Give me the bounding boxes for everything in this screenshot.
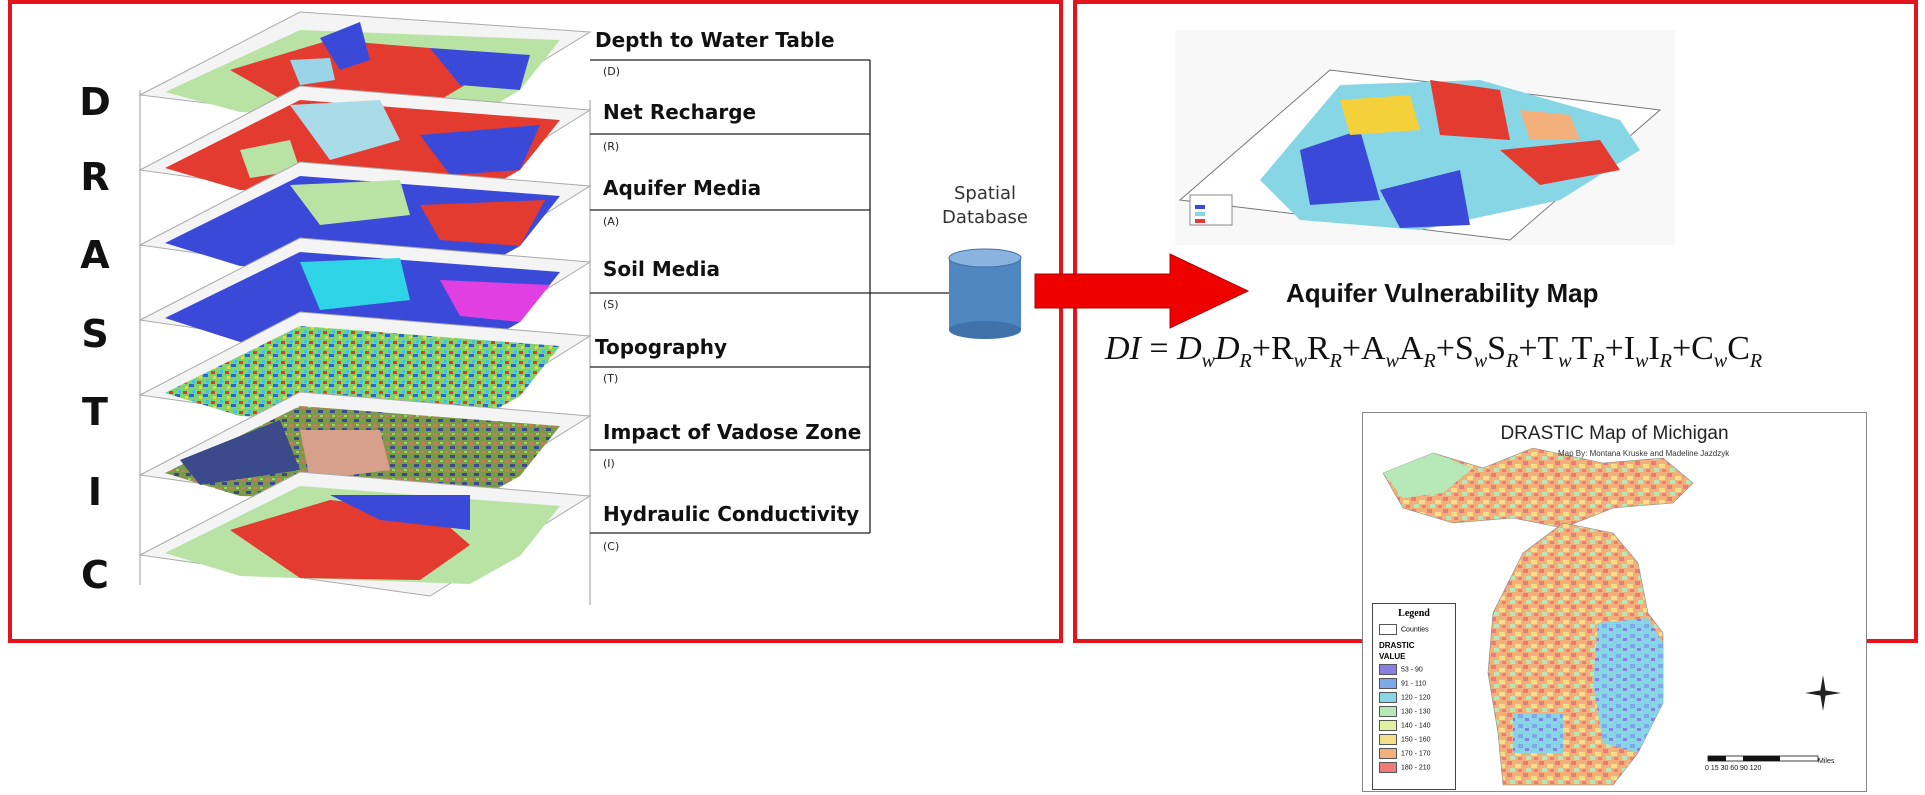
legend-item: 120 - 120 bbox=[1379, 692, 1431, 703]
legend-title: Legend bbox=[1398, 608, 1430, 619]
letter-c: C bbox=[81, 553, 109, 597]
label-soil: Soil Media bbox=[603, 257, 720, 281]
legend-swatch bbox=[1379, 664, 1397, 675]
legend-item: 150 - 160 bbox=[1379, 734, 1431, 745]
counties-swatch bbox=[1379, 624, 1397, 635]
flow-arrow bbox=[1034, 253, 1250, 329]
legend-swatch bbox=[1379, 678, 1397, 689]
layer-map-aquifer bbox=[138, 161, 592, 287]
legend-item-label: 140 - 140 bbox=[1401, 722, 1431, 730]
label-topography: Topography bbox=[595, 335, 728, 359]
legend-swatch bbox=[1379, 706, 1397, 717]
legend-drastic-line2: VALUE bbox=[1379, 652, 1406, 661]
layers-panel bbox=[8, 0, 1063, 643]
legend-item: 91 - 110 bbox=[1379, 678, 1426, 689]
legend-swatch bbox=[1379, 762, 1397, 773]
drastic-formula: DI = DwDR+RwRR+AwAR+SwSR+TwTR+IwIR+CwCR bbox=[1105, 330, 1763, 372]
scale-unit: Miles bbox=[1818, 758, 1835, 765]
legend-item: 130 - 130 bbox=[1379, 706, 1431, 717]
legend-item-label: 53 - 90 bbox=[1401, 666, 1423, 674]
scale-bar bbox=[1707, 755, 1819, 762]
label-aquifer: Aquifer Media bbox=[603, 176, 762, 200]
legend-item-label: 130 - 130 bbox=[1401, 708, 1431, 716]
legend-item-label: 150 - 160 bbox=[1401, 736, 1431, 744]
legend-item: 53 - 90 bbox=[1379, 664, 1423, 675]
legend-swatch bbox=[1379, 720, 1397, 731]
code-vadose: (I) bbox=[603, 457, 615, 470]
letter-i: I bbox=[87, 470, 103, 514]
letter-s: S bbox=[81, 312, 109, 356]
letter-r: R bbox=[80, 155, 110, 199]
letter-a: A bbox=[80, 233, 110, 277]
code-topography: (T) bbox=[603, 372, 619, 385]
legend-drastic-line1: DRASTIC bbox=[1379, 641, 1415, 650]
label-depth: Depth to Water Table bbox=[595, 28, 835, 52]
michigan-map: DRASTIC Map of Michigan Map By: Montana … bbox=[1362, 412, 1867, 792]
label-brackets bbox=[590, 59, 952, 534]
code-aquifer: (A) bbox=[603, 215, 620, 228]
michigan-title: DRASTIC Map of Michigan bbox=[1500, 423, 1729, 444]
layer-map-conductivity bbox=[138, 471, 592, 597]
label-vadose: Impact of Vadose Zone bbox=[603, 420, 862, 444]
vulnerability-map bbox=[1175, 30, 1675, 245]
database-icon bbox=[948, 248, 1022, 339]
code-soil: (S) bbox=[603, 298, 619, 311]
database-label-line2: Database bbox=[942, 207, 1028, 228]
michigan-shape bbox=[1382, 447, 1841, 786]
letter-t: T bbox=[82, 390, 108, 434]
compass-icon bbox=[1805, 675, 1841, 711]
layer-map-topography bbox=[138, 311, 592, 437]
legend-item: 140 - 140 bbox=[1379, 720, 1431, 731]
legend-item: 180 - 210 bbox=[1379, 762, 1431, 773]
letter-d: D bbox=[79, 80, 111, 124]
legend-counties: Counties bbox=[1379, 624, 1429, 635]
legend-item-label: 120 - 120 bbox=[1401, 694, 1431, 702]
legend-drastic-heading: DRASTIC VALUE bbox=[1379, 640, 1415, 662]
legend-item-label: 91 - 110 bbox=[1401, 680, 1427, 688]
legend-item-label: 170 - 170 bbox=[1401, 750, 1431, 758]
database-label: Spatial Database bbox=[940, 182, 1030, 230]
legend-swatch bbox=[1379, 692, 1397, 703]
label-recharge: Net Recharge bbox=[603, 100, 757, 124]
counties-label: Counties bbox=[1401, 626, 1429, 634]
database-label-line1: Spatial bbox=[954, 183, 1016, 204]
label-conductivity: Hydraulic Conductivity bbox=[603, 502, 860, 526]
legend-item: 170 - 170 bbox=[1379, 748, 1431, 759]
legend-swatch bbox=[1379, 748, 1397, 759]
code-depth: (D) bbox=[603, 65, 621, 78]
legend-swatch bbox=[1379, 734, 1397, 745]
code-conductivity: (C) bbox=[603, 540, 620, 553]
scale-ticks: 0 15 30 60 90 120 bbox=[1705, 765, 1762, 772]
legend-item-label: 180 - 210 bbox=[1401, 764, 1431, 772]
legend: Legend Counties DRASTIC VALUE 53 - 90 91 … bbox=[1372, 603, 1456, 790]
michigan-credit: Map By: Montana Kruske and Madeline Jazd… bbox=[1558, 449, 1730, 458]
vulnerability-title: Aquifer Vulnerability Map bbox=[1286, 278, 1599, 308]
code-recharge: (R) bbox=[603, 140, 620, 153]
layer-map-vadose bbox=[138, 391, 592, 517]
